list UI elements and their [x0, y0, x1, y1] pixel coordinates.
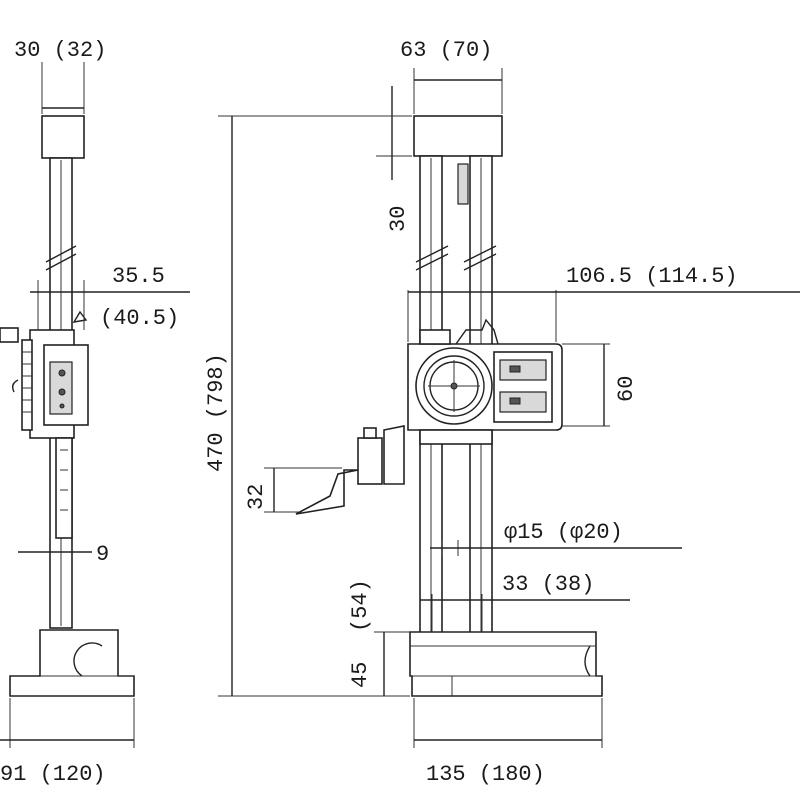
front-column-spacing-label: 33 (38)	[502, 572, 594, 597]
side-offset-label: 35.5	[112, 264, 165, 289]
front-base-height-label: 45	[348, 662, 373, 688]
front-view: 63 (70) 30 470 (798) 106.5 (114.5) 60 32…	[204, 38, 800, 787]
front-total-height-label: 470 (798)	[204, 353, 229, 472]
side-offset-alt-label: (40.5)	[100, 306, 179, 331]
front-display-height-label: 60	[614, 376, 639, 402]
side-base-width-label: 91 (120)	[0, 762, 106, 787]
side-view: 30 (32) 35.5 (40.5) 9 91 (120)	[0, 38, 190, 787]
front-base	[409, 631, 603, 697]
scriber-arm	[383, 425, 405, 485]
side-top-cap	[41, 115, 85, 159]
front-base-width-label: 135 (180)	[426, 762, 545, 787]
front-scriber-height-label: 32	[244, 484, 269, 510]
front-column-diameter-label: φ15 (φ20)	[504, 520, 623, 545]
front-top-height-label: 30	[386, 206, 411, 232]
side-top-width-label: 30 (32)	[14, 38, 106, 63]
front-top-width-label: 63 (70)	[400, 38, 492, 63]
front-base-step-label: (54)	[348, 579, 373, 632]
side-base	[9, 629, 135, 697]
front-top-cap	[413, 115, 503, 157]
front-reach-label: 106.5 (114.5)	[566, 264, 738, 289]
side-column-width-label: 9	[96, 542, 109, 567]
